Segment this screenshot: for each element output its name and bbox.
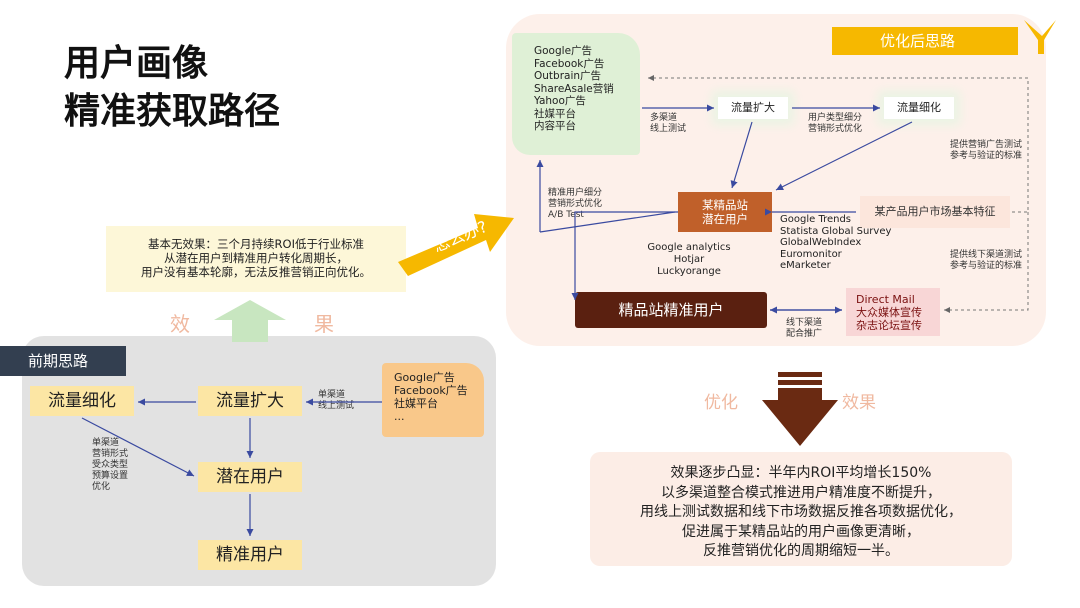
- direct-item: 杂志论坛宣传: [856, 319, 922, 332]
- offline-promo-note: 线下渠道 配合推广: [786, 318, 823, 339]
- result-line: 效果逐步凸显：半年内ROI平均增长150%: [670, 465, 932, 481]
- refine-note: 单渠道: [92, 438, 120, 448]
- left-traffic-expand: 流量扩大: [198, 386, 302, 416]
- problem-line-3: 用户没有基本轮廓，无法反推营销正向优化。: [141, 265, 371, 279]
- research-item: Statista Global Survey: [780, 225, 892, 237]
- direct-item: 大众媒体宣传: [856, 306, 922, 319]
- offline-channels-box: Direct Mail 大众媒体宣传 杂志论坛宣传: [846, 288, 940, 336]
- left-potential-users: 潜在用户: [198, 462, 302, 492]
- refine-notes: 单渠道 营销形式 受众类型 预算设置 优化: [92, 438, 128, 493]
- site-potential-users: 某精品站 潜在用户: [678, 192, 772, 232]
- source-item: ShareAsale营销: [534, 82, 614, 95]
- right-traffic-refine: 流量细化: [884, 97, 954, 119]
- early-approach-tag: 前期思路: [0, 346, 126, 376]
- feedback-online-note: 提供营销广告测试 参考与验证的标准: [950, 140, 1023, 161]
- source-item: Google广告: [534, 45, 593, 57]
- single-channel-note: 单渠道 线上测试: [318, 390, 355, 411]
- source-item: ...: [394, 410, 405, 423]
- problem-line-1: 基本无效果：三个月持续ROI低于行业标准: [148, 237, 364, 251]
- refine-note: 预算设置: [92, 471, 129, 481]
- page-title: 用户画像 精准获取路径: [64, 40, 280, 136]
- analytics-item: Hotjar: [673, 254, 705, 265]
- right-traffic-expand: 流量扩大: [718, 97, 788, 119]
- source-item: 社媒平台: [394, 397, 438, 410]
- down-arrow-icon: [762, 372, 838, 446]
- left-precise-users: 精准用户: [198, 540, 302, 570]
- effect-char-2: 果: [314, 312, 334, 336]
- optimize-label: 优化: [704, 393, 738, 413]
- result-line: 促进属于某精品站的用户画像更清晰，: [682, 523, 920, 540]
- result-line: 反推营销优化的周期缩短一半。: [703, 543, 899, 559]
- left-sources-box: Google广告 Facebook广告 社媒平台 ...: [382, 363, 484, 437]
- result-line: 用线上测试数据和线下市场数据反推各项数据优化，: [640, 504, 962, 520]
- source-item: Google广告: [394, 371, 455, 384]
- research-item: eMarketer: [780, 260, 831, 271]
- research-item: Euromonitor: [780, 248, 842, 260]
- source-item: Outbrain广告: [534, 70, 602, 82]
- refine-note: 受众类型: [92, 460, 129, 470]
- source-item: 社媒平台: [534, 107, 576, 120]
- analytics-item: Google analytics: [647, 242, 731, 253]
- segment-notes: 精准用户细分 营销形式优化 A/B Test: [548, 188, 603, 220]
- research-item: GlobalWebIndex: [780, 237, 862, 248]
- title-line-2: 精准获取路径: [64, 91, 281, 132]
- effect-char-1: 效: [170, 312, 190, 336]
- source-item: Yahoo广告: [534, 95, 586, 107]
- direct-item: Direct Mail: [856, 293, 915, 306]
- research-item: Google Trends: [780, 214, 852, 225]
- problem-box: 基本无效果：三个月持续ROI低于行业标准 从潜在用户到精准用户转化周期长， 用户…: [106, 226, 406, 292]
- research-sources: Google Trends Statista Global Survey Glo…: [780, 214, 891, 272]
- multi-channel-note: 多渠道 线上测试: [650, 113, 687, 134]
- user-type-note: 用户类型细分 营销形式优化: [808, 113, 863, 134]
- title-line-1: 用户画像: [64, 43, 209, 84]
- source-item: 内容平台: [534, 120, 576, 132]
- result-line: 以多渠道整合模式推进用户精准度不断提升，: [661, 484, 941, 501]
- left-traffic-refine: 流量细化: [30, 386, 134, 416]
- optimized-banner: 优化后思路: [832, 27, 1018, 55]
- result-box: 效果逐步凸显：半年内ROI平均增长150% 以多渠道整合模式推进用户精准度不断提…: [590, 452, 1012, 566]
- problem-line-2: 从潜在用户到精准用户转化周期长，: [164, 251, 348, 265]
- right-sources-box: Google广告 Facebook广告 Outbrain广告 ShareAsal…: [512, 33, 640, 155]
- analytics-item: Luckyorange: [657, 266, 721, 277]
- effect-label: 效果: [842, 393, 876, 413]
- how-arrow-label: 怎么办?: [430, 217, 490, 256]
- site-precise-users: 精品站精准用户: [575, 292, 767, 328]
- refine-note: 优化: [92, 482, 111, 492]
- refine-note: 营销形式: [92, 449, 129, 459]
- how-arrow-icon: 怎么办?: [398, 214, 514, 276]
- source-item: Facebook广告: [394, 384, 468, 397]
- feedback-offline-note: 提供线下渠道测试 参考与验证的标准: [950, 250, 1023, 271]
- analytics-tools: Google analytics Hotjar Luckyorange: [644, 242, 734, 278]
- source-item: Facebook广告: [534, 57, 605, 70]
